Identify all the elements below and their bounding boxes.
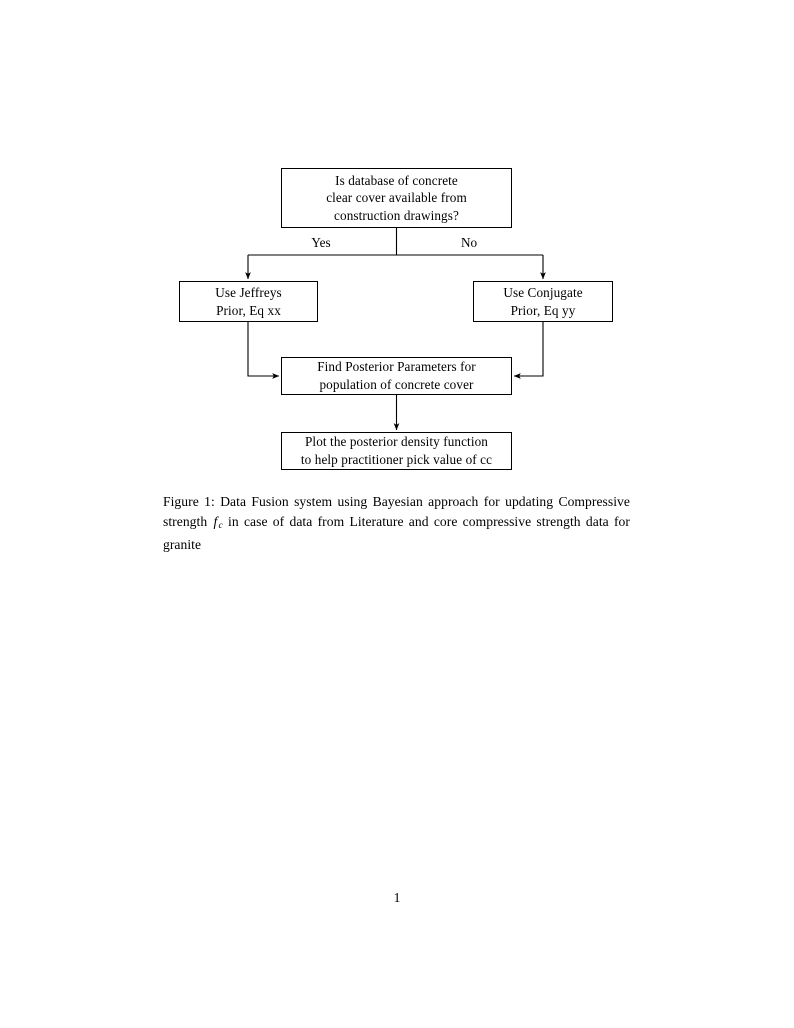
node-plot-line-1: Plot the posterior density function (305, 434, 488, 450)
flowchart-connectors (245, 228, 546, 431)
node-question-line-1: Is database of concrete (335, 172, 458, 188)
caption-text-after: in case of data from Literature and core… (163, 513, 630, 553)
caption-math-symbol: f (213, 513, 218, 529)
edge-conjugate-to-posterior (513, 322, 544, 379)
node-plot-line-2: to help practitioner pick value of cc (300, 452, 493, 467)
node-posterior-line-1: Find Posterior Parameters for (317, 359, 476, 375)
figure-flowchart: Is database of concrete clear cover avai… (0, 0, 794, 490)
node-posterior-line-2: population of concrete cover (319, 377, 474, 392)
node-jeffreys-line-1: Use Jeffreys (215, 284, 282, 300)
edge-jeffreys-to-posterior (247, 322, 280, 379)
node-question-line-3: construction drawings? (334, 207, 459, 223)
caption-text-before: Data Fusion system using Bayesian approa… (163, 494, 630, 529)
caption-math-subscript: c (218, 519, 223, 531)
edge-label-yes: Yes (311, 235, 331, 250)
flowchart-node-posterior: Find Posterior Parameters for population… (281, 357, 512, 395)
caption-label: Figure 1: (163, 494, 215, 509)
flowchart-node-plot: Plot the posterior density function to h… (281, 432, 512, 470)
node-question-line-2: clear cover available from (326, 190, 467, 206)
page-number: 1 (393, 890, 401, 905)
node-conjugate-line-1: Use Conjugate (503, 284, 583, 300)
figure-caption: Figure 1: Data Fusion system using Bayes… (163, 492, 630, 555)
flowchart-node-conjugate: Use Conjugate Prior, Eq yy (473, 281, 613, 322)
flowchart-node-question: Is database of concrete clear cover avai… (281, 168, 512, 228)
node-jeffreys-line-2: Prior, Eq xx (216, 302, 281, 318)
edge-label-no: No (460, 235, 478, 250)
flowchart-node-jeffreys: Use Jeffreys Prior, Eq xx (179, 281, 318, 322)
node-conjugate-line-2: Prior, Eq yy (510, 302, 576, 318)
